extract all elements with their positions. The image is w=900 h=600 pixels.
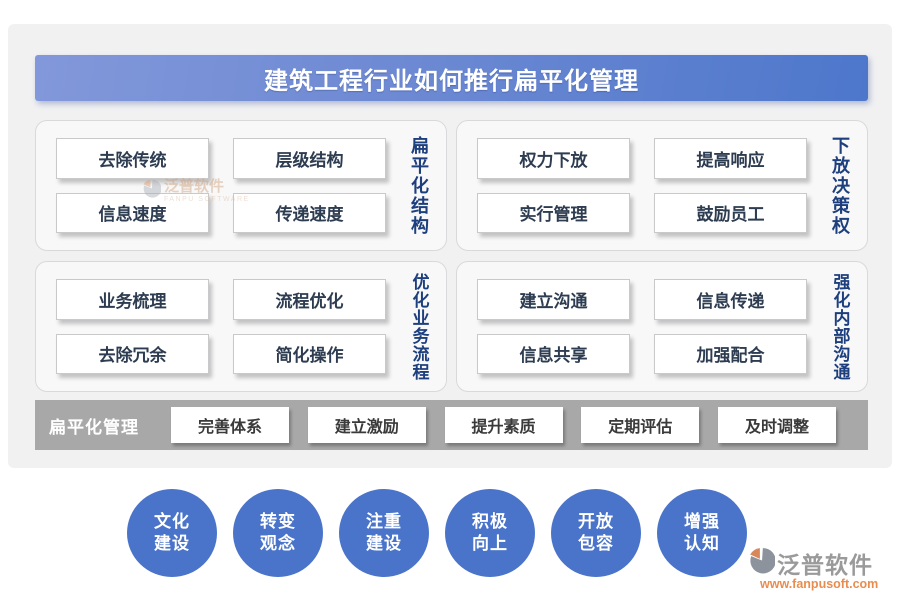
item-button: 去除冗余	[56, 333, 209, 374]
item-button: 信息速度	[56, 192, 209, 233]
value-circles: 文化 建设 转变 观念 注重 建设 积极 向上 开放 包容 增强 认知	[127, 489, 747, 577]
quadrant-optimize-process: 业务梳理 流程优化 去除冗余 简化操作 优化业务流程	[35, 261, 447, 392]
quadrant-items: 去除传统 层级结构 信息速度 传递速度	[36, 121, 396, 250]
process-bar-label: 扁平化管理	[49, 417, 139, 437]
process-step: 及时调整	[718, 407, 836, 443]
value-circle: 积极 向上	[445, 489, 535, 577]
item-button: 建立沟通	[477, 279, 630, 320]
item-button: 传递速度	[233, 192, 386, 233]
item-button: 去除传统	[56, 138, 209, 179]
fanpu-logo-icon	[748, 547, 776, 579]
quadrant-items: 建立沟通 信息传递 信息共享 加强配合	[457, 262, 817, 391]
quadrant-delegate-decision: 权力下放 提高响应 实行管理 鼓励员工 下放决策权	[456, 120, 868, 251]
process-step: 建立激励	[307, 407, 426, 443]
process-step: 完善体系	[171, 407, 289, 443]
item-button: 层级结构	[233, 138, 386, 179]
quadrant-flat-structure: 去除传统 层级结构 信息速度 传递速度 扁平化结构	[35, 120, 447, 251]
page-title: 建筑工程行业如何推行扁平化管理	[35, 55, 868, 101]
item-button: 提高响应	[654, 138, 807, 179]
quadrant-label: 强化内部沟通	[830, 272, 850, 381]
value-circle: 开放 包容	[551, 489, 641, 577]
process-step: 定期评估	[581, 407, 700, 443]
value-circle: 转变 观念	[233, 489, 323, 577]
item-button: 鼓励员工	[654, 192, 807, 233]
quadrant-label: 下放决策权	[830, 135, 850, 236]
value-circle: 注重 建设	[339, 489, 429, 577]
item-button: 权力下放	[477, 138, 630, 179]
item-button: 信息传递	[654, 279, 807, 320]
watermark-corner: 泛普软件 www.fanpusoft.com	[748, 546, 878, 591]
quadrant-items: 权力下放 提高响应 实行管理 鼓励员工	[457, 121, 817, 250]
process-step: 提升素质	[444, 407, 563, 443]
value-circle: 增强 认知	[657, 489, 747, 577]
quadrant-strengthen-communication: 建立沟通 信息传递 信息共享 加强配合 强化内部沟通	[456, 261, 868, 392]
quadrant-items: 业务梳理 流程优化 去除冗余 简化操作	[36, 262, 396, 391]
item-button: 简化操作	[233, 333, 386, 374]
watermark-url: www.fanpusoft.com	[760, 577, 879, 591]
quadrant-label: 扁平化结构	[409, 135, 429, 236]
page-title-text: 建筑工程行业如何推行扁平化管理	[264, 67, 639, 95]
value-circle: 文化 建设	[127, 489, 217, 577]
process-bar: 扁平化管理 完善体系 建立激励 提升素质 定期评估 及时调整	[35, 400, 868, 450]
quadrant-label: 优化业务流程	[409, 272, 429, 381]
item-button: 流程优化	[233, 279, 386, 320]
item-button: 加强配合	[654, 333, 807, 374]
item-button: 实行管理	[477, 192, 630, 233]
item-button: 信息共享	[477, 333, 630, 374]
process-bar-items: 完善体系 建立激励 提升素质 定期评估 及时调整	[171, 407, 836, 443]
item-button: 业务梳理	[56, 279, 209, 320]
watermark-brand: 泛普软件	[777, 552, 873, 578]
